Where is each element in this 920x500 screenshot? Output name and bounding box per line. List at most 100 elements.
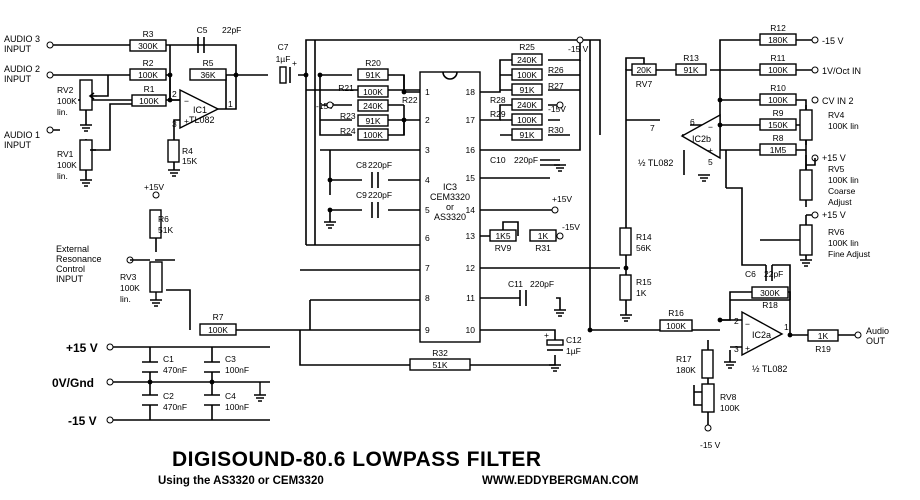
r1 — [131, 94, 167, 107]
svg-text:1µF: 1µF — [566, 346, 581, 356]
svg-text:470nF: 470nF — [163, 402, 187, 412]
svg-text:R4: R4 — [182, 146, 193, 156]
ic3-pin-3: 3 — [425, 145, 430, 155]
r20 — [357, 68, 389, 81]
ic2b-label: IC2b — [692, 134, 711, 144]
svg-text:51K: 51K — [158, 225, 173, 235]
ic3-pin-12: 12 — [466, 263, 476, 273]
p15-rv6: +15 V — [822, 210, 846, 220]
r22 — [357, 99, 389, 112]
svg-text:100K: 100K — [768, 95, 788, 105]
r19 — [807, 329, 839, 342]
svg-text:INPUT: INPUT — [4, 44, 32, 54]
p15-rail-label: +15 V — [66, 341, 98, 355]
page-title: DIGISOUND-80.6 LOWPASS FILTER — [172, 448, 542, 471]
rv8 — [701, 383, 715, 413]
ext-res-label: External — [56, 244, 89, 254]
r24 — [357, 128, 389, 141]
svg-text:RV4: RV4 — [828, 110, 845, 120]
rv1 — [79, 139, 93, 171]
ic3-pin-13: 13 — [466, 231, 476, 241]
ic3-part: CEM3320 — [430, 192, 470, 202]
svg-text:100K: 100K — [138, 70, 158, 80]
svg-text:R2: R2 — [143, 58, 154, 68]
svg-text:C2: C2 — [163, 391, 174, 401]
m15-r31: -15V — [562, 222, 580, 232]
svg-text:240K: 240K — [517, 55, 537, 65]
p15-rv5: +15 V — [822, 153, 846, 163]
svg-text:91K: 91K — [365, 116, 380, 126]
rv5 — [799, 169, 813, 201]
title-block: DIGISOUND-80.6 LOWPASS FILTER Using the … — [158, 448, 639, 487]
ic3-or: or — [446, 202, 454, 212]
svg-text:C8: C8 — [356, 160, 367, 170]
svg-text:R19: R19 — [815, 344, 831, 354]
rv6 — [799, 224, 813, 256]
r5 — [189, 68, 227, 81]
svg-text:R15: R15 — [636, 277, 652, 287]
ic2a-half: ½ TL082 — [752, 364, 787, 374]
svg-text:INPUT: INPUT — [4, 140, 32, 150]
r2 — [129, 68, 167, 81]
svg-text:22pF: 22pF — [222, 25, 241, 35]
m15-r22: -15V — [316, 101, 334, 111]
r3 — [129, 39, 167, 52]
svg-text:C4: C4 — [225, 391, 236, 401]
svg-text:+: + — [544, 330, 549, 340]
svg-text:1M5: 1M5 — [770, 145, 787, 155]
svg-text:100K: 100K — [768, 65, 788, 75]
svg-text:RV8: RV8 — [720, 392, 737, 402]
svg-text:3: 3 — [172, 119, 177, 129]
svg-text:INPUT: INPUT — [56, 274, 84, 284]
r23 — [357, 114, 389, 127]
r30 — [511, 128, 543, 141]
svg-text:240K: 240K — [363, 101, 383, 111]
r17 — [701, 349, 714, 379]
r13 — [675, 63, 707, 76]
svg-text:3: 3 — [734, 344, 739, 354]
ic3-pin-4: 4 — [425, 175, 430, 185]
svg-text:R18: R18 — [762, 300, 778, 310]
svg-text:100nF: 100nF — [225, 365, 249, 375]
svg-text:100K: 100K — [139, 96, 159, 106]
svg-text:1K: 1K — [818, 331, 829, 341]
svg-text:1: 1 — [228, 99, 233, 109]
r8 — [759, 143, 797, 156]
vpoct-label: 1V/Oct IN — [822, 66, 861, 76]
svg-text:R16: R16 — [668, 308, 684, 318]
svg-text:R21: R21 — [338, 83, 354, 93]
svg-text:5: 5 — [708, 157, 713, 167]
audio1-label: AUDIO 1 — [4, 130, 40, 140]
terminals — [46, 36, 862, 432]
rv3 — [149, 261, 163, 293]
svg-text:R14: R14 — [636, 232, 652, 242]
svg-text:100K: 100K — [57, 160, 77, 170]
svg-text:1: 1 — [784, 322, 789, 332]
r14 — [619, 227, 632, 256]
svg-text:R7: R7 — [213, 312, 224, 322]
svg-text:100K: 100K — [363, 130, 383, 140]
r18 — [751, 286, 789, 299]
svg-text:R25: R25 — [519, 42, 535, 52]
r11 — [759, 63, 797, 76]
m15-rail-label: -15 V — [68, 414, 97, 428]
rv4 — [799, 109, 813, 141]
svg-text:Coarse: Coarse — [828, 186, 856, 196]
c12 — [546, 339, 564, 346]
ic3-pin-18: 18 — [466, 87, 476, 97]
r26 — [511, 68, 543, 81]
svg-text:100K: 100K — [57, 96, 77, 106]
r25 — [511, 53, 543, 66]
svg-text:R27: R27 — [548, 81, 564, 91]
ic1-part: TL082 — [189, 115, 215, 125]
svg-text:Control: Control — [56, 264, 85, 274]
p15-ic3: +15V — [552, 194, 572, 204]
svg-text:+: + — [184, 116, 189, 126]
svg-text:−: − — [184, 96, 189, 106]
svg-text:C3: C3 — [225, 354, 236, 364]
svg-text:100K: 100K — [666, 321, 686, 331]
svg-text:C1: C1 — [163, 354, 174, 364]
svg-text:1µF: 1µF — [276, 54, 291, 64]
